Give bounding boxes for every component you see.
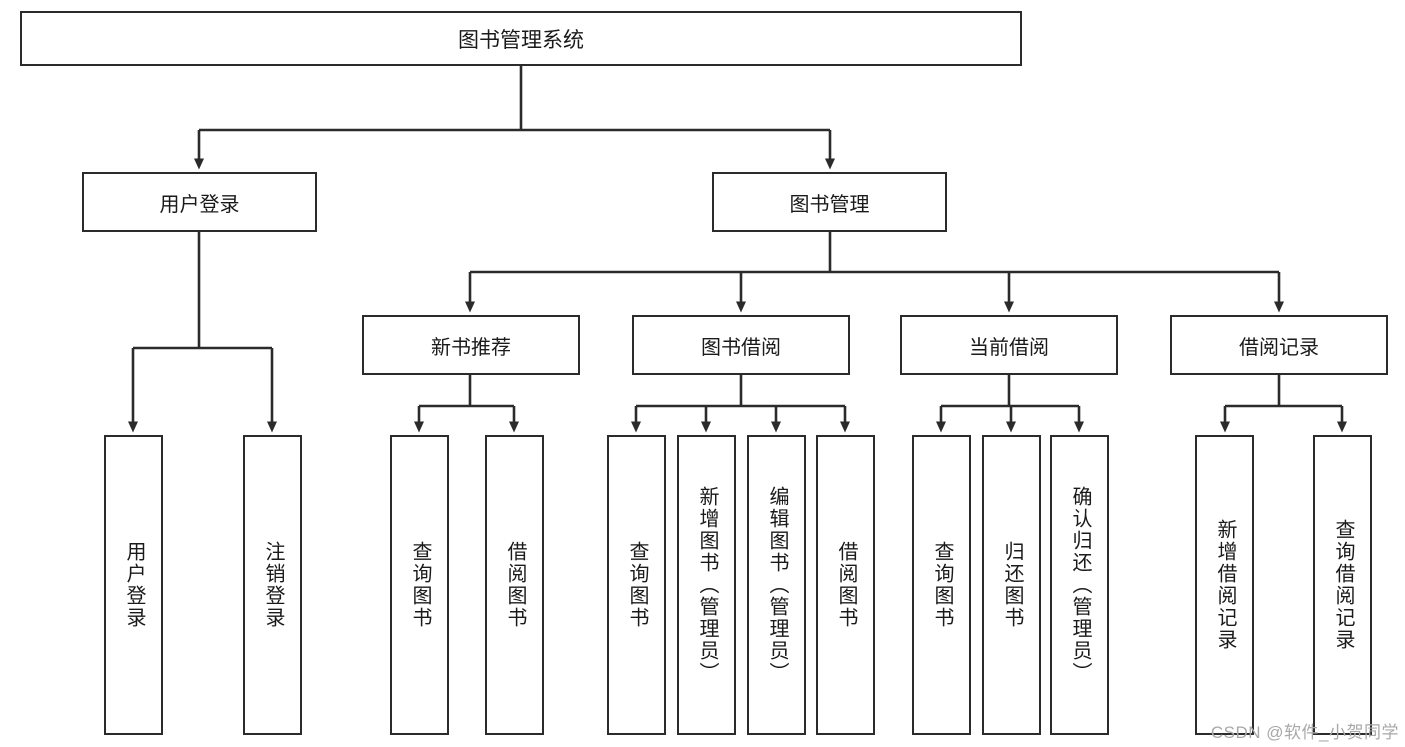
leaf-record-add-record[interactable]: 新增借阅记录 xyxy=(1195,435,1254,735)
leaf-record-query-record-label: 查询借阅记录 xyxy=(1332,519,1354,651)
leaf-borrow-borrow-book-label: 借阅图书 xyxy=(835,541,857,629)
leaf-user-logout[interactable]: 注销登录 xyxy=(243,435,302,735)
leaf-current-query-book-label: 查询图书 xyxy=(931,541,953,629)
leaf-user-login[interactable]: 用户登录 xyxy=(104,435,163,735)
leaf-newbook-query-book-label: 查询图书 xyxy=(409,541,431,629)
node-book-manage-label: 图书管理 xyxy=(789,193,870,216)
leaf-current-confirm-return-label: 确认归还（管理员） xyxy=(1069,486,1091,684)
node-book-borrow-label: 图书借阅 xyxy=(701,336,781,359)
leaf-current-return-book[interactable]: 归还图书 xyxy=(982,435,1041,735)
leaf-user-login-label: 用户登录 xyxy=(123,541,145,629)
leaf-user-logout-label: 注销登录 xyxy=(262,541,284,629)
leaf-record-query-record[interactable]: 查询借阅记录 xyxy=(1313,435,1372,735)
leaf-current-query-book[interactable]: 查询图书 xyxy=(912,435,971,735)
node-current-borrow-label: 当前借阅 xyxy=(969,336,1049,359)
leaf-borrow-edit-book[interactable]: 编辑图书（管理员） xyxy=(747,435,806,735)
leaf-record-add-record-label: 新增借阅记录 xyxy=(1214,519,1236,651)
leaf-borrow-edit-book-label: 编辑图书（管理员） xyxy=(766,486,788,684)
leaf-newbook-borrow-book-label: 借阅图书 xyxy=(504,541,526,629)
leaf-borrow-query-book-label: 查询图书 xyxy=(626,541,648,629)
leaf-borrow-borrow-book[interactable]: 借阅图书 xyxy=(816,435,875,735)
leaf-current-confirm-return[interactable]: 确认归还（管理员） xyxy=(1050,435,1109,735)
node-root[interactable]: 图书管理系统 xyxy=(20,11,1022,66)
leaf-current-return-book-label: 归还图书 xyxy=(1001,541,1023,629)
leaf-newbook-query-book[interactable]: 查询图书 xyxy=(390,435,449,735)
node-borrow-record[interactable]: 借阅记录 xyxy=(1170,315,1388,375)
node-root-label: 图书管理系统 xyxy=(458,28,584,52)
node-new-book-recommend[interactable]: 新书推荐 xyxy=(362,315,580,375)
node-current-borrow[interactable]: 当前借阅 xyxy=(900,315,1118,375)
leaf-newbook-borrow-book[interactable]: 借阅图书 xyxy=(485,435,544,735)
leaf-borrow-add-book[interactable]: 新增图书（管理员） xyxy=(677,435,736,735)
node-user-login[interactable]: 用户登录 xyxy=(82,172,317,232)
leaf-borrow-query-book[interactable]: 查询图书 xyxy=(607,435,666,735)
node-new-book-recommend-label: 新书推荐 xyxy=(431,336,511,359)
leaf-borrow-add-book-label: 新增图书（管理员） xyxy=(696,486,718,684)
node-book-borrow[interactable]: 图书借阅 xyxy=(632,315,850,375)
node-user-login-label: 用户登录 xyxy=(159,193,240,216)
node-borrow-record-label: 借阅记录 xyxy=(1239,336,1319,359)
node-book-manage[interactable]: 图书管理 xyxy=(712,172,947,232)
